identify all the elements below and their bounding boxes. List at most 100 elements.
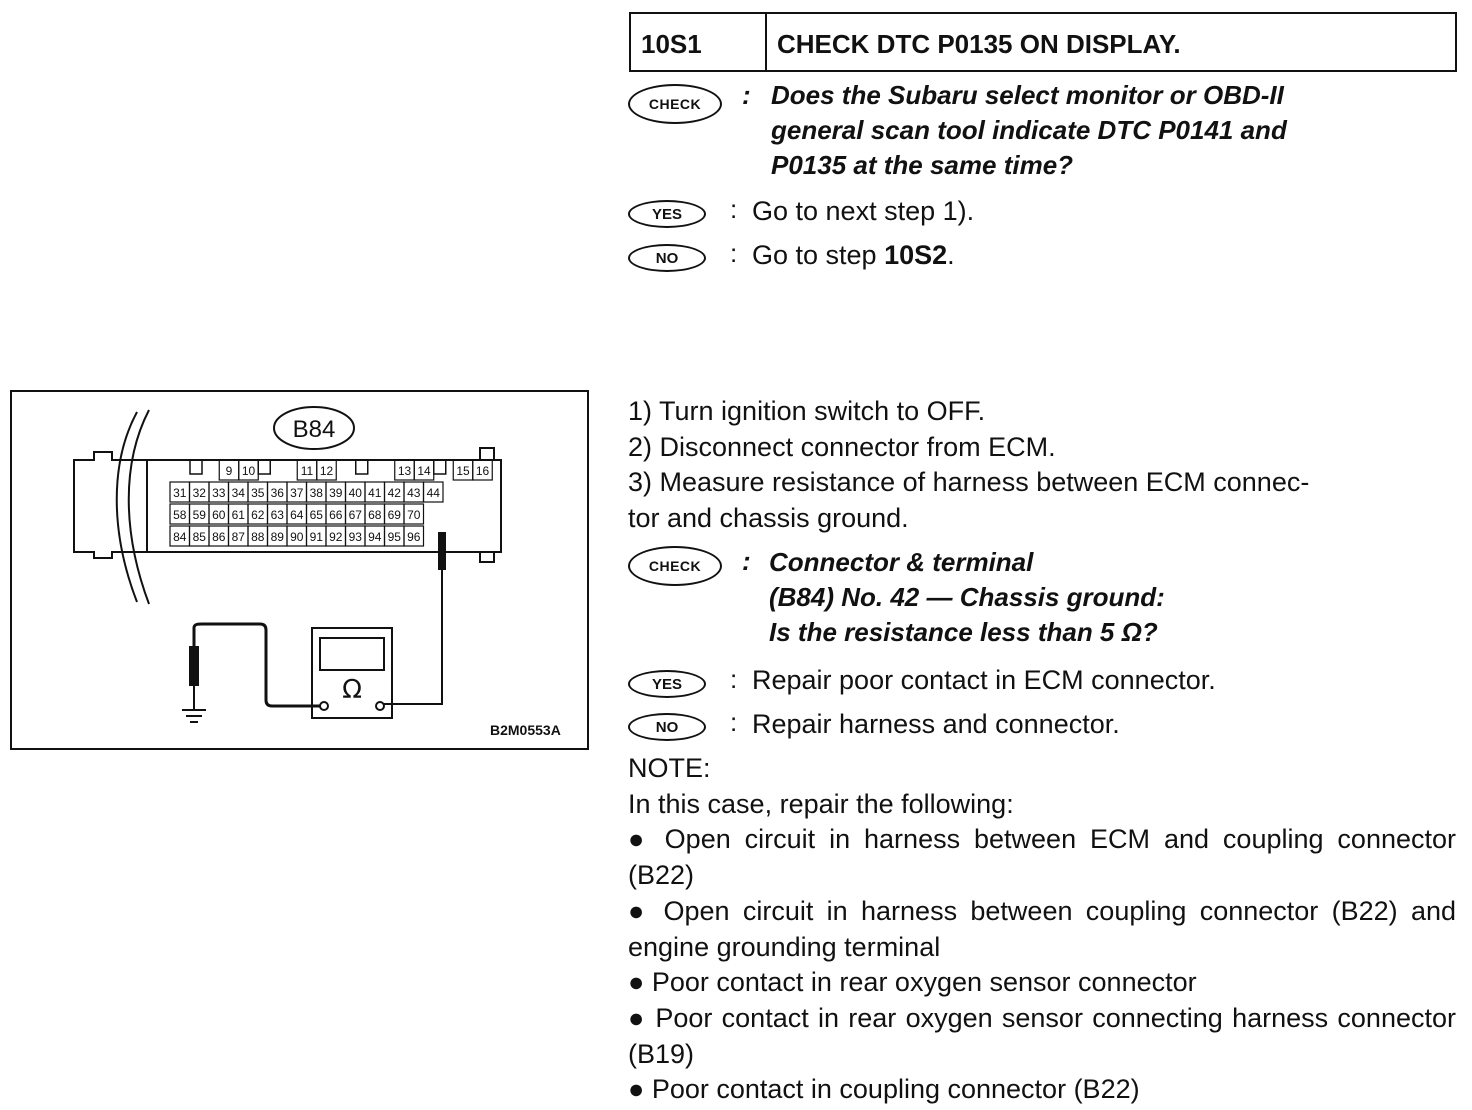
pin-label: 93 <box>349 530 363 544</box>
yes-badge: YES <box>628 200 706 228</box>
pin-label: 90 <box>290 530 304 544</box>
note-item: ● Open circuit in harness between coupli… <box>628 895 1456 962</box>
pin-label: 36 <box>271 486 285 500</box>
connector-right-tab-bottom <box>479 552 495 563</box>
no-step-ref: 10S2 <box>884 240 948 270</box>
pin-label: 43 <box>407 486 421 500</box>
pin-label: 58 <box>173 508 187 522</box>
yes-colon: : <box>730 194 738 224</box>
first-yes-answer: Go to next step 1). <box>752 196 975 226</box>
connector-notch <box>257 460 271 475</box>
note-item-text: Poor contact in rear oxygen sensor conne… <box>651 967 1197 998</box>
pin-label: 96 <box>407 530 421 544</box>
probe-wire-left <box>192 622 320 708</box>
pin-label: 33 <box>212 486 226 500</box>
connector-notch <box>189 460 203 475</box>
pin-label: 66 <box>329 508 343 522</box>
pin-label: 37 <box>290 486 304 500</box>
pin-label: 64 <box>290 508 304 522</box>
probe-tip-pin42 <box>438 532 446 570</box>
pin-label: 11 <box>301 464 314 478</box>
connector-left-housing <box>73 451 148 559</box>
note-item-text: Open circuit in harness between coupling… <box>628 895 1456 962</box>
pin-cell <box>422 481 444 503</box>
yes-badge-2: YES <box>628 670 706 698</box>
second-check-question-line: Is the resistance less than 5 Ω? <box>769 617 1158 647</box>
pin-label: 32 <box>193 486 207 500</box>
pin-label: 41 <box>368 486 382 500</box>
pin-label: 10 <box>242 464 256 478</box>
pin-label: 92 <box>329 530 343 544</box>
step-title: CHECK DTC P0135 ON DISPLAY. <box>777 29 1181 59</box>
pin-label: 59 <box>193 508 207 522</box>
first-check-question-line: Does the Subaru select monitor or OBD-II <box>771 80 1284 110</box>
no-badge-2: NO <box>628 713 706 741</box>
first-check-question-line: general scan tool indicate DTC P0141 and <box>771 115 1287 145</box>
harness-wire-left <box>115 411 138 603</box>
no-colon: : <box>730 238 738 268</box>
second-yes-answer: Repair poor contact in ECM connector. <box>752 665 1216 695</box>
step-code: 10S1 <box>631 14 767 70</box>
first-check-question: Does the Subaru select monitor or OBD-II… <box>771 78 1287 183</box>
connector-notch <box>433 460 447 475</box>
first-no-answer: Go to step 10S2. <box>752 239 955 271</box>
first-check-question-line: P0135 at the same time? <box>771 150 1074 180</box>
connector-notch <box>355 460 369 475</box>
pin-label: 65 <box>310 508 324 522</box>
pin-label: 85 <box>193 530 207 544</box>
pin-label: 14 <box>417 464 431 478</box>
ground-symbol-icon <box>182 709 206 723</box>
pin-label: 38 <box>310 486 324 500</box>
no-prefix: Go to step <box>752 240 885 270</box>
second-check-question-line: Connector & terminal <box>769 547 1034 577</box>
pin-label: 34 <box>232 486 246 500</box>
second-check-question-line: (B84) No. 42 — Chassis ground: <box>769 582 1165 612</box>
check-badge-2: CHECK <box>628 546 722 586</box>
second-check-question: Connector & terminal (B84) No. 42 — Chas… <box>769 545 1165 650</box>
pin-label: 42 <box>388 486 402 500</box>
ground-probe <box>189 646 199 686</box>
pin-cell <box>316 459 337 481</box>
no-badge: NO <box>628 244 706 272</box>
pin-label: 60 <box>212 508 226 522</box>
harness-wire-right <box>127 409 150 605</box>
pin-label: 16 <box>476 464 490 478</box>
note-item-text: Poor contact in coupling connector (B22) <box>651 1074 1140 1105</box>
pin-label: 87 <box>232 530 246 544</box>
pin-label: 69 <box>388 508 402 522</box>
second-no-answer: Repair harness and connector. <box>752 709 1120 739</box>
pin-cell <box>472 459 493 481</box>
pin-label: 63 <box>271 508 285 522</box>
pin-label: 88 <box>251 530 265 544</box>
procedure-step: 3) Measure resistance of harness between… <box>628 467 1310 498</box>
note-item: ● Poor contact in rear oxygen sensor con… <box>628 967 1197 998</box>
pin-label: 31 <box>173 486 187 500</box>
pin-label: 70 <box>407 508 421 522</box>
pin-cell <box>403 525 425 547</box>
pin-label: 95 <box>388 530 402 544</box>
pin-label: 35 <box>251 486 265 500</box>
pin-label: 94 <box>368 530 382 544</box>
pin-cell <box>403 503 425 525</box>
pin-label: 15 <box>456 464 470 478</box>
pin-label: 89 <box>271 530 285 544</box>
probe-wire-right <box>384 570 443 705</box>
yes-colon-2: : <box>730 664 738 694</box>
pin-label: 13 <box>398 464 412 478</box>
check-colon: : <box>742 80 751 110</box>
meter-terminal-right <box>375 701 385 711</box>
meter-terminal-left <box>319 701 329 711</box>
note-item: ● Poor contact in coupling connector (B2… <box>628 1074 1140 1105</box>
pin-label: 9 <box>226 464 233 478</box>
pin-label: 84 <box>173 530 187 544</box>
pin-label: 68 <box>368 508 382 522</box>
pin-label: 67 <box>349 508 363 522</box>
pin-label: 40 <box>349 486 363 500</box>
pin-label: 12 <box>320 464 334 478</box>
check-colon-2: : <box>742 546 751 576</box>
ohm-symbol-icon: Ω <box>342 675 362 705</box>
pin-label: 44 <box>427 486 441 500</box>
